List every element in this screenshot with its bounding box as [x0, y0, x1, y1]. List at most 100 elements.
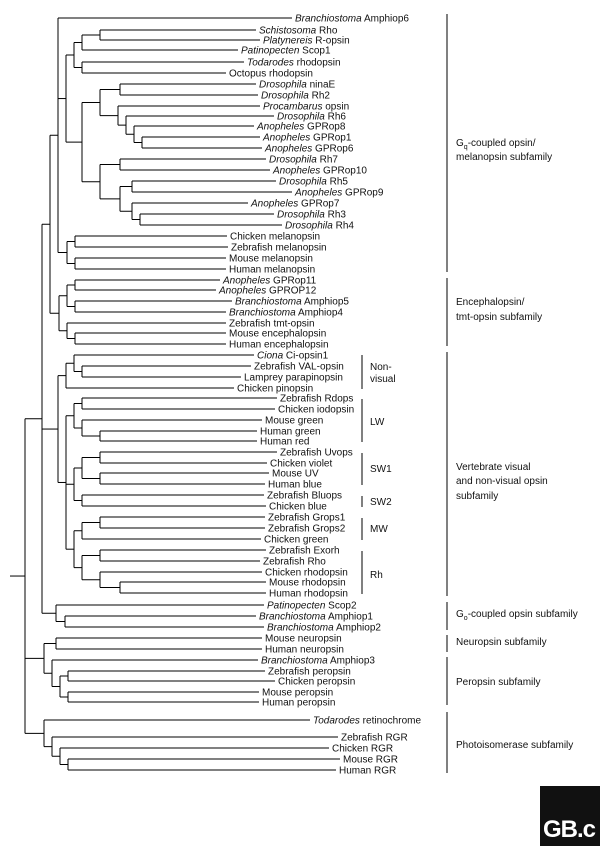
taxon-label: Zebrafish Rho: [263, 557, 326, 568]
taxon-label: Mouse encephalopsin: [229, 329, 326, 340]
taxon-name: Amphiop1: [328, 612, 373, 623]
taxon-name: Zebrafish melanopsin: [231, 243, 327, 254]
taxon-genus: Ciona: [257, 351, 284, 362]
taxon-name: Mouse neuropsin: [265, 634, 342, 645]
taxon-name: Chicken peropsin: [278, 677, 355, 688]
taxon-label: Mouse RGR: [343, 755, 398, 766]
taxon-genus: Anopheles: [262, 133, 310, 144]
taxon-genus: Branchiostoma: [229, 308, 296, 319]
taxon-label: Drosophila Rh5: [279, 177, 348, 188]
taxon-label: Schistosoma Rho: [259, 26, 338, 37]
subgroup-label-nonvisual: Non-: [370, 362, 392, 373]
taxon-label: Mouse rhodopsin: [269, 578, 346, 589]
taxon-name: Zebrafish tmt-opsin: [229, 319, 315, 330]
taxon-name: Amphiop4: [298, 308, 343, 319]
taxon-label: Human RGR: [339, 766, 396, 777]
family-label-vert: subfamily: [456, 491, 498, 502]
taxon-genus: Todarodes: [313, 716, 360, 727]
taxon-label: Anopheles GPRop11: [222, 276, 317, 287]
taxon-label: Anopheles GPRop10: [272, 166, 367, 177]
taxon-label: Chicken peropsin: [278, 677, 355, 688]
subgroup-label-nonvisual: visual: [370, 374, 396, 385]
taxon-label: Lamprey parapinopsin: [244, 373, 343, 384]
taxon-name: Ci-opsin1: [286, 351, 329, 362]
taxon-label: Drosophila Rh7: [269, 155, 338, 166]
taxon-name: Chicken rhodopsin: [265, 568, 348, 579]
family-label-enc: Encephalopsin/: [456, 297, 525, 308]
taxon-name: Rh2: [312, 91, 331, 102]
taxon-name: Mouse UV: [272, 469, 319, 480]
taxon-label: Ciona Ci-opsin1: [257, 351, 329, 362]
taxon-name: Scop2: [328, 601, 357, 612]
taxon-label: Drosophila Rh2: [261, 91, 330, 102]
taxon-name: Mouse peropsin: [262, 688, 333, 699]
family-label-neu: Neuropsin subfamily: [456, 637, 547, 648]
family-label-gq: Gq-coupled opsin/: [456, 138, 536, 151]
taxon-name: GPRop1: [313, 133, 352, 144]
taxon-label: Anopheles GPRop1: [262, 133, 352, 144]
taxon-name: Zebrafish Rdops: [280, 394, 353, 405]
taxon-label: Branchiostoma Amphiop1: [259, 612, 373, 623]
taxon-label: Octopus rhodopsin: [229, 69, 313, 80]
taxon-name: Zebrafish peropsin: [268, 667, 351, 678]
taxon-genus: Drosophila: [259, 80, 307, 91]
taxon-label: Human red: [260, 437, 309, 448]
taxon-name: Rh7: [320, 155, 339, 166]
taxon-genus: Anopheles: [264, 144, 312, 155]
family-label-vert: and non-visual opsin: [456, 476, 548, 487]
taxon-name: Octopus rhodopsin: [229, 69, 313, 80]
taxon-genus: Patinopecten: [267, 601, 326, 612]
taxon-name: GPRop7: [301, 199, 340, 210]
taxon-label: Anopheles GPRop7: [250, 199, 340, 210]
taxon-label: Chicken blue: [269, 502, 327, 513]
taxon-name: Scop1: [302, 46, 331, 57]
taxon-label: Anopheles GPROP12: [218, 286, 317, 297]
taxon-label: Zebrafish RGR: [341, 733, 408, 744]
taxon-name: GPRop8: [307, 122, 346, 133]
taxon-name: Mouse RGR: [343, 755, 398, 766]
taxon-label: Human rhodopsin: [269, 589, 348, 600]
taxon-label: Human green: [260, 427, 321, 438]
journal-logo-text: GB.c: [543, 816, 596, 843]
subgroup-label-sw2: SW2: [370, 497, 392, 508]
taxon-name: Human neuropsin: [265, 645, 344, 656]
taxon-genus: Patinopecten: [241, 46, 300, 57]
taxon-label: Zebrafish VAL-opsin: [254, 362, 344, 373]
family-label-photo: Photoisomerase subfamily: [456, 740, 573, 751]
taxon-name: Chicken pinopsin: [237, 384, 313, 395]
taxon-genus: Drosophila: [269, 155, 317, 166]
taxon-name: Human peropsin: [262, 698, 335, 709]
taxon-label: Chicken iodopsin: [278, 405, 354, 416]
taxon-name: Amphiop2: [336, 623, 381, 634]
taxon-label: Zebrafish Grops2: [268, 524, 346, 535]
taxon-name: Mouse rhodopsin: [269, 578, 346, 589]
taxon-name: Mouse green: [265, 416, 323, 427]
taxon-label: Branchiostoma Amphiop2: [267, 623, 381, 634]
taxon-label: Chicken violet: [270, 459, 332, 470]
taxon-genus: Anopheles: [222, 276, 270, 287]
taxon-genus: Anopheles: [256, 122, 304, 133]
taxon-genus: Branchiostoma: [261, 656, 328, 667]
taxon-name: GPRop6: [315, 144, 354, 155]
taxon-label: Branchiostoma Amphiop6: [295, 14, 409, 25]
taxon-genus: Platynereis: [263, 36, 312, 47]
taxon-name: Human encephalopsin: [229, 340, 329, 351]
taxon-name: Zebrafish RGR: [341, 733, 408, 744]
taxon-name: Amphiop3: [330, 656, 375, 667]
taxon-label: Human neuropsin: [265, 645, 344, 656]
taxon-name: Rh5: [330, 177, 349, 188]
taxon-label: Patinopecten Scop2: [267, 601, 357, 612]
taxon-name: Rh3: [328, 210, 347, 221]
taxon-name: Chicken iodopsin: [278, 405, 354, 416]
taxon-label: Drosophila ninaE: [259, 80, 336, 91]
taxon-label: Zebrafish Rdops: [280, 394, 353, 405]
taxon-name: Amphiop6: [364, 14, 409, 25]
taxon-name: GPRop11: [273, 276, 317, 287]
taxon-genus: Procambarus: [263, 102, 322, 113]
taxon-label: Zebrafish peropsin: [268, 667, 351, 678]
taxon-genus: Drosophila: [261, 91, 309, 102]
taxon-genus: Branchiostoma: [235, 297, 302, 308]
taxon-label: Todarodes rhodopsin: [247, 58, 341, 69]
taxon-genus: Drosophila: [277, 112, 325, 123]
